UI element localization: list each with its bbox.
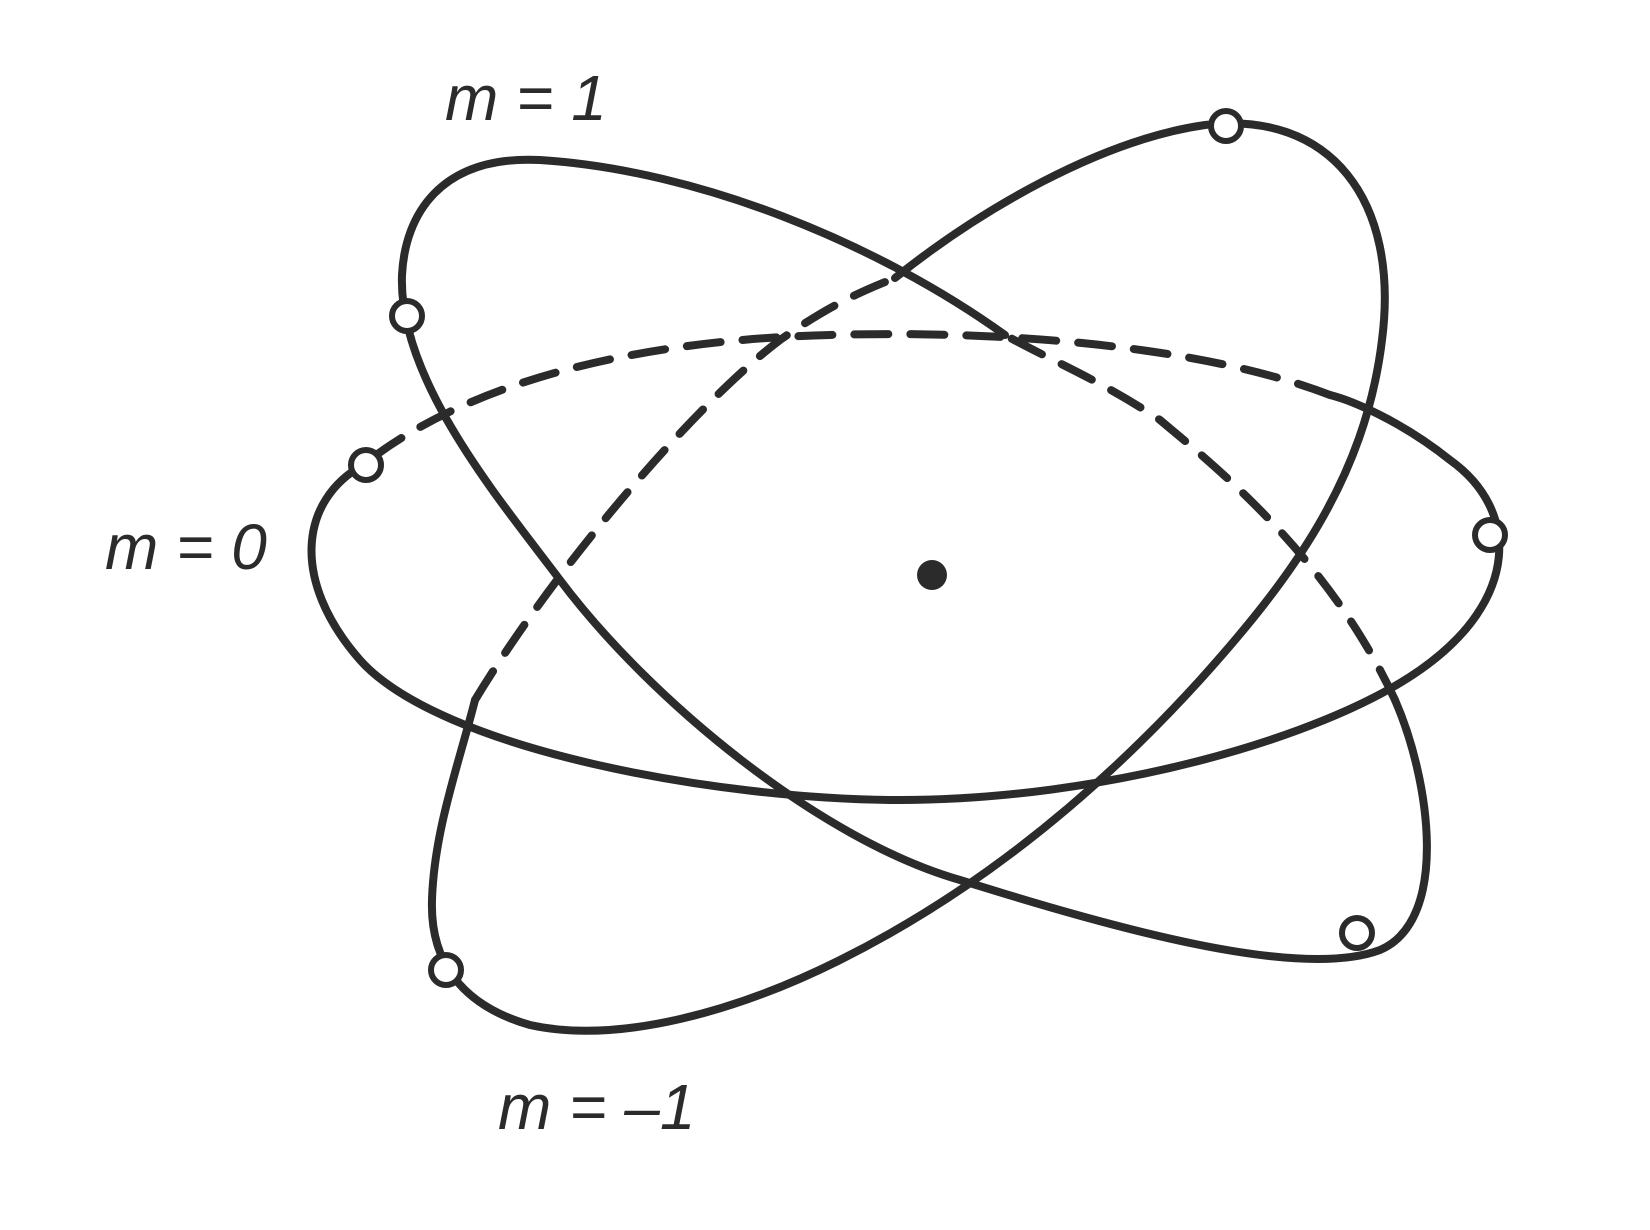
label-m-plus-1: m = 1: [445, 62, 607, 134]
orbit-m-minus-1-back: [471, 274, 899, 704]
orbit-m-plus-1-back: [1001, 331, 1399, 704]
electron-m-zero-b: [1472, 517, 1508, 553]
orbit-m-zero-back: [359, 330, 1334, 469]
nucleus-dot: [917, 560, 947, 590]
electron-m-zero-a: [348, 447, 384, 483]
label-m-zero: m = 0: [105, 511, 267, 583]
orbit-m-plus-1-front: [397, 155, 1431, 963]
orbit-m-minus-1-front: [427, 119, 1389, 1035]
electron-m-plus-1-b: [1339, 915, 1375, 951]
orbit-m-zero-front: [307, 391, 1504, 805]
electron-m-minus-1-a: [1208, 108, 1244, 144]
electron-m-plus-1-a: [389, 298, 425, 334]
electron-m-minus-1-b: [428, 952, 464, 988]
label-m-minus-1: m = –1: [498, 1071, 696, 1143]
